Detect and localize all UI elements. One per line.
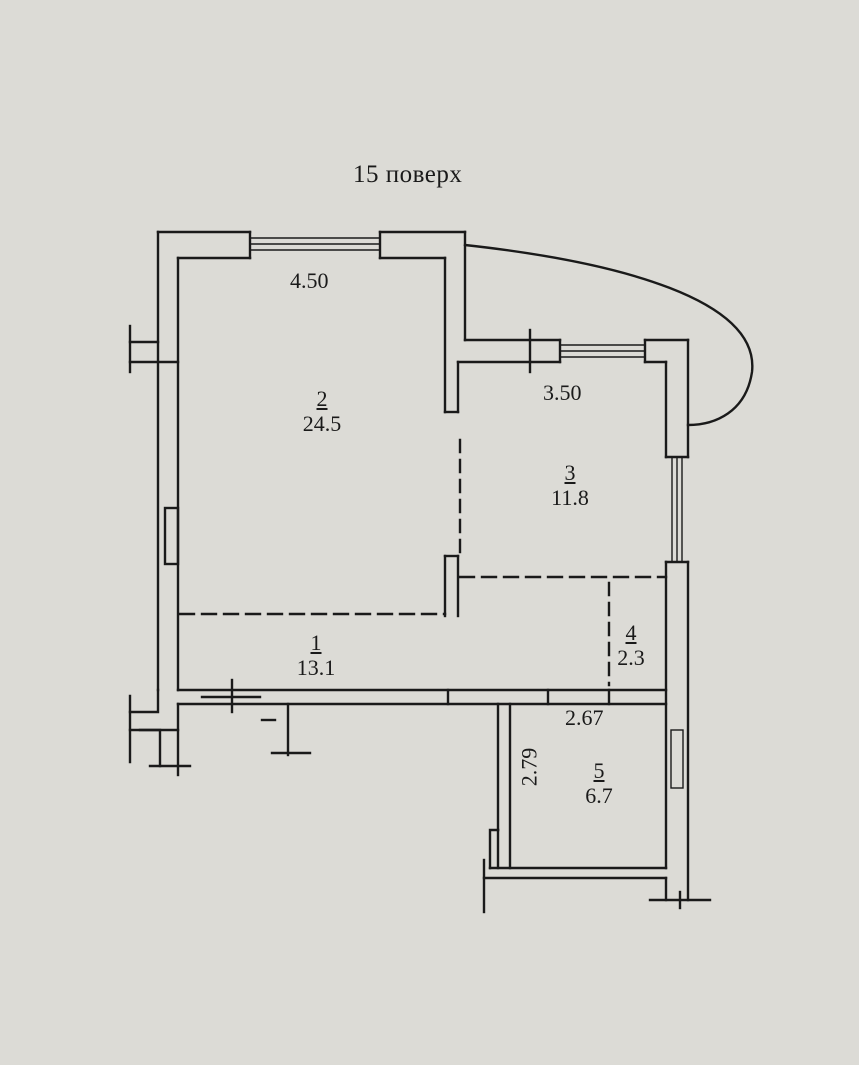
- dimension-room5-width: 2.67: [565, 705, 604, 730]
- room-number: 2: [316, 386, 328, 411]
- room-area: 6.7: [585, 783, 613, 809]
- dimension-room5-length: 2.79: [516, 747, 542, 787]
- window-right: [671, 456, 683, 563]
- walls-room5: [482, 702, 712, 914]
- wall-room2-room3: [443, 230, 467, 618]
- wall-top-room3: [456, 328, 690, 374]
- room-label-4: 4 2.3: [611, 620, 651, 671]
- room-number: 1: [310, 630, 322, 655]
- balcony-outline: [463, 243, 754, 427]
- wall-right: [664, 338, 690, 902]
- floor-title: 15 поверх: [353, 161, 463, 188]
- wall-top-room2: [156, 230, 467, 260]
- room-label-3: 3 11.8: [540, 460, 600, 511]
- room-area: 11.8: [551, 485, 589, 511]
- room-area: 2.3: [617, 645, 645, 671]
- room-area: 13.1: [296, 655, 336, 681]
- window-room3: [559, 344, 646, 358]
- room-label-5: 5 6.7: [575, 758, 623, 809]
- wall-left-upper: [128, 230, 180, 374]
- wall-left-lower: [156, 340, 180, 692]
- wall-bottom-room1: [176, 688, 668, 706]
- window-room5: [670, 729, 684, 789]
- room-area: 24.5: [302, 411, 342, 437]
- dimension-room3-width: 3.50: [543, 380, 582, 405]
- room-number: 3: [564, 460, 576, 485]
- window-room2: [249, 237, 381, 251]
- room-number: 4: [625, 620, 637, 645]
- room-label-2: 2 24.5: [292, 386, 352, 437]
- entrance-area: [128, 678, 312, 777]
- room-label-1: 1 13.1: [286, 630, 346, 681]
- room-number: 5: [593, 758, 605, 783]
- dimension-room2-width: 4.50: [290, 268, 329, 293]
